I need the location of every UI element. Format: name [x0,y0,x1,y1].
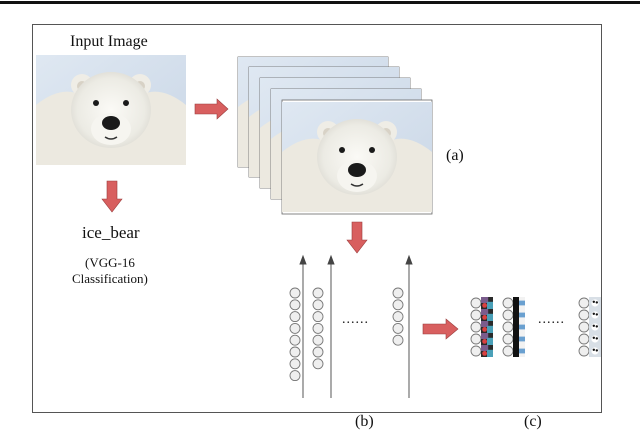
arrow-down-icon [101,180,123,213]
arrow-right-icon [194,98,229,120]
neuron [312,322,324,334]
feature-map-tile [481,309,493,321]
feature-map-column [502,297,525,357]
feature-map-tile [481,345,493,357]
arrow-right-icon [422,318,459,340]
input-image-label: Input Image [70,33,148,50]
feature-map-tile [513,297,525,309]
classifier-label-line2: Classification) [72,271,148,286]
prediction-label: ice_bear [82,223,140,242]
arrow-up-icon [299,254,307,265]
feature-map-tile [589,333,601,345]
neuron [392,334,404,346]
ellipsis-feature-maps: ...... [538,312,565,327]
feature-neuron [502,297,514,309]
neuron [392,299,404,311]
feature-map-column [578,297,601,357]
feature-map-column [470,297,493,357]
neuron [312,299,324,311]
neuron [289,322,301,334]
neuron [312,358,324,370]
augmented-image [281,99,433,215]
neuron [392,287,404,299]
neuron [312,287,324,299]
feature-neuron [470,345,482,357]
feature-map-tile [481,321,493,333]
feature-map-tile [481,333,493,345]
feature-map-tile [589,321,601,333]
feature-map-tile [589,297,601,309]
neuron [392,322,404,334]
arrow-up-icon [405,254,413,265]
neuron [289,370,301,382]
feature-neuron [578,321,590,333]
feature-map-tile [589,345,601,357]
neuron-layer [312,287,324,370]
feature-map-tile [481,297,493,309]
panel-label-c: (c) [524,413,542,430]
feature-neuron [578,333,590,345]
feature-map-tile [589,309,601,321]
feature-map-tile [513,321,525,333]
neuron [289,358,301,370]
feature-neuron [470,297,482,309]
feature-neuron [502,333,514,345]
page-top-rule [0,1,640,4]
neuron [312,311,324,323]
neuron-layer [289,287,301,382]
arrow-up-icon [327,254,335,265]
neuron [289,287,301,299]
feature-map-tile [513,309,525,321]
neuron [289,346,301,358]
figure-frame [32,24,602,413]
ellipsis-network: ...... [342,312,369,327]
panel-label-b: (b) [355,413,374,430]
feature-map-tile [513,345,525,357]
feature-neuron [578,297,590,309]
classifier-label-line1: (VGG-16 [85,255,135,270]
feature-neuron [470,333,482,345]
network-axes [299,254,413,398]
feature-neuron [578,309,590,321]
neuron [289,311,301,323]
augmented-image-stack [237,56,433,215]
feature-neuron [470,309,482,321]
panel-label-a: (a) [446,147,464,164]
neuron [312,346,324,358]
feature-neuron [470,321,482,333]
arrow-down-icon [346,221,368,254]
input-image-thumbnail [36,55,186,165]
neuron-layer [392,287,404,346]
neuron [392,311,404,323]
feature-map-tile [513,333,525,345]
feature-neuron [502,309,514,321]
feature-neuron [578,345,590,357]
neuron [289,334,301,346]
feature-neuron [502,321,514,333]
feature-neuron [502,345,514,357]
neuron [289,299,301,311]
neuron [312,334,324,346]
